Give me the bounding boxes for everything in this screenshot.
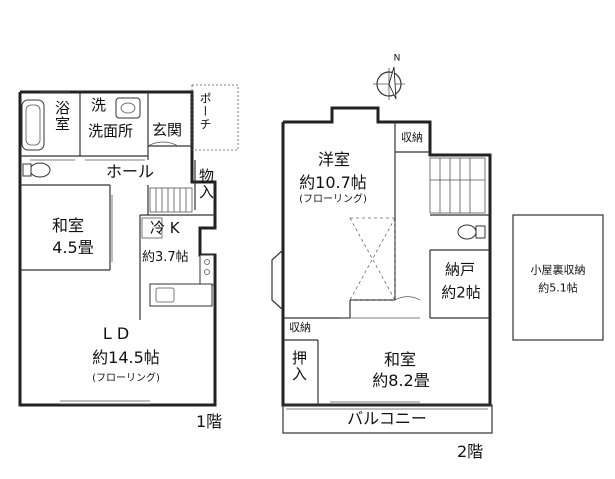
compass-north-label: N: [393, 53, 401, 64]
floor1-plan: [18, 84, 239, 407]
hall-label: ホール: [105, 162, 155, 181]
floor2-plan: [271, 106, 493, 434]
ld-size: 約14.5帖: [92, 348, 160, 367]
washitsu1-size: 4.5畳: [52, 238, 94, 257]
youshitsu-floor: (フローリング): [299, 194, 367, 205]
youshitsu-size: 約10.7帖: [299, 173, 367, 192]
nando-size: 約2帖: [441, 283, 481, 302]
washroom-label: 洗面所: [88, 122, 134, 140]
balcony-label: バルコニー: [347, 409, 427, 428]
washitsu2-name: 和室: [383, 350, 417, 369]
attic-name: 小屋裏収納: [530, 263, 586, 277]
attic-box: [512, 214, 604, 341]
ld-name: L D: [102, 324, 130, 343]
youshitsu-name: 洋室: [317, 150, 351, 169]
kitchen-name: 冷 K: [150, 219, 180, 237]
washitsu1-name: 和室: [51, 216, 85, 235]
oshiire-label: 押入: [290, 350, 308, 382]
bath-label: 浴室: [53, 100, 71, 132]
ld-floor: (フローリング): [92, 373, 160, 384]
storage-label: 物入: [197, 168, 215, 200]
washitsu2-size: 約8.2畳: [372, 371, 430, 390]
closet-left-label: 収納: [289, 321, 311, 334]
closet-top-label: 収納: [401, 131, 423, 144]
compass-icon: [373, 66, 405, 100]
porch-label: ポーチ: [198, 92, 212, 131]
wash-top-label: 洗: [91, 96, 107, 114]
attic-size: 約5.1帖: [538, 281, 578, 295]
kitchen-size: 約3.7帖: [142, 250, 189, 265]
floor2-label: 2階: [457, 442, 484, 461]
nando-name: 納戸: [444, 260, 476, 279]
floor1-label: 1階: [196, 412, 223, 431]
entrance-label: 玄関: [152, 121, 183, 139]
